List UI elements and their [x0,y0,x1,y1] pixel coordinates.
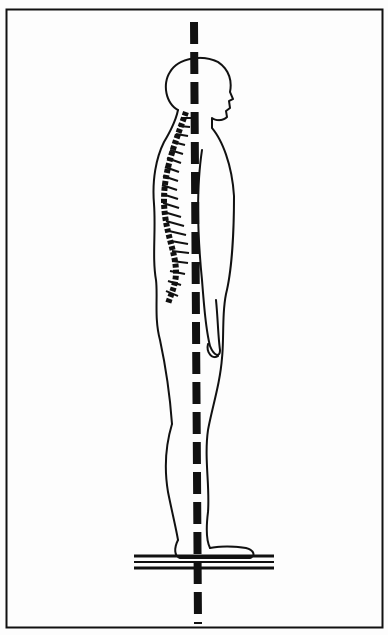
plumb-line [194,22,198,624]
